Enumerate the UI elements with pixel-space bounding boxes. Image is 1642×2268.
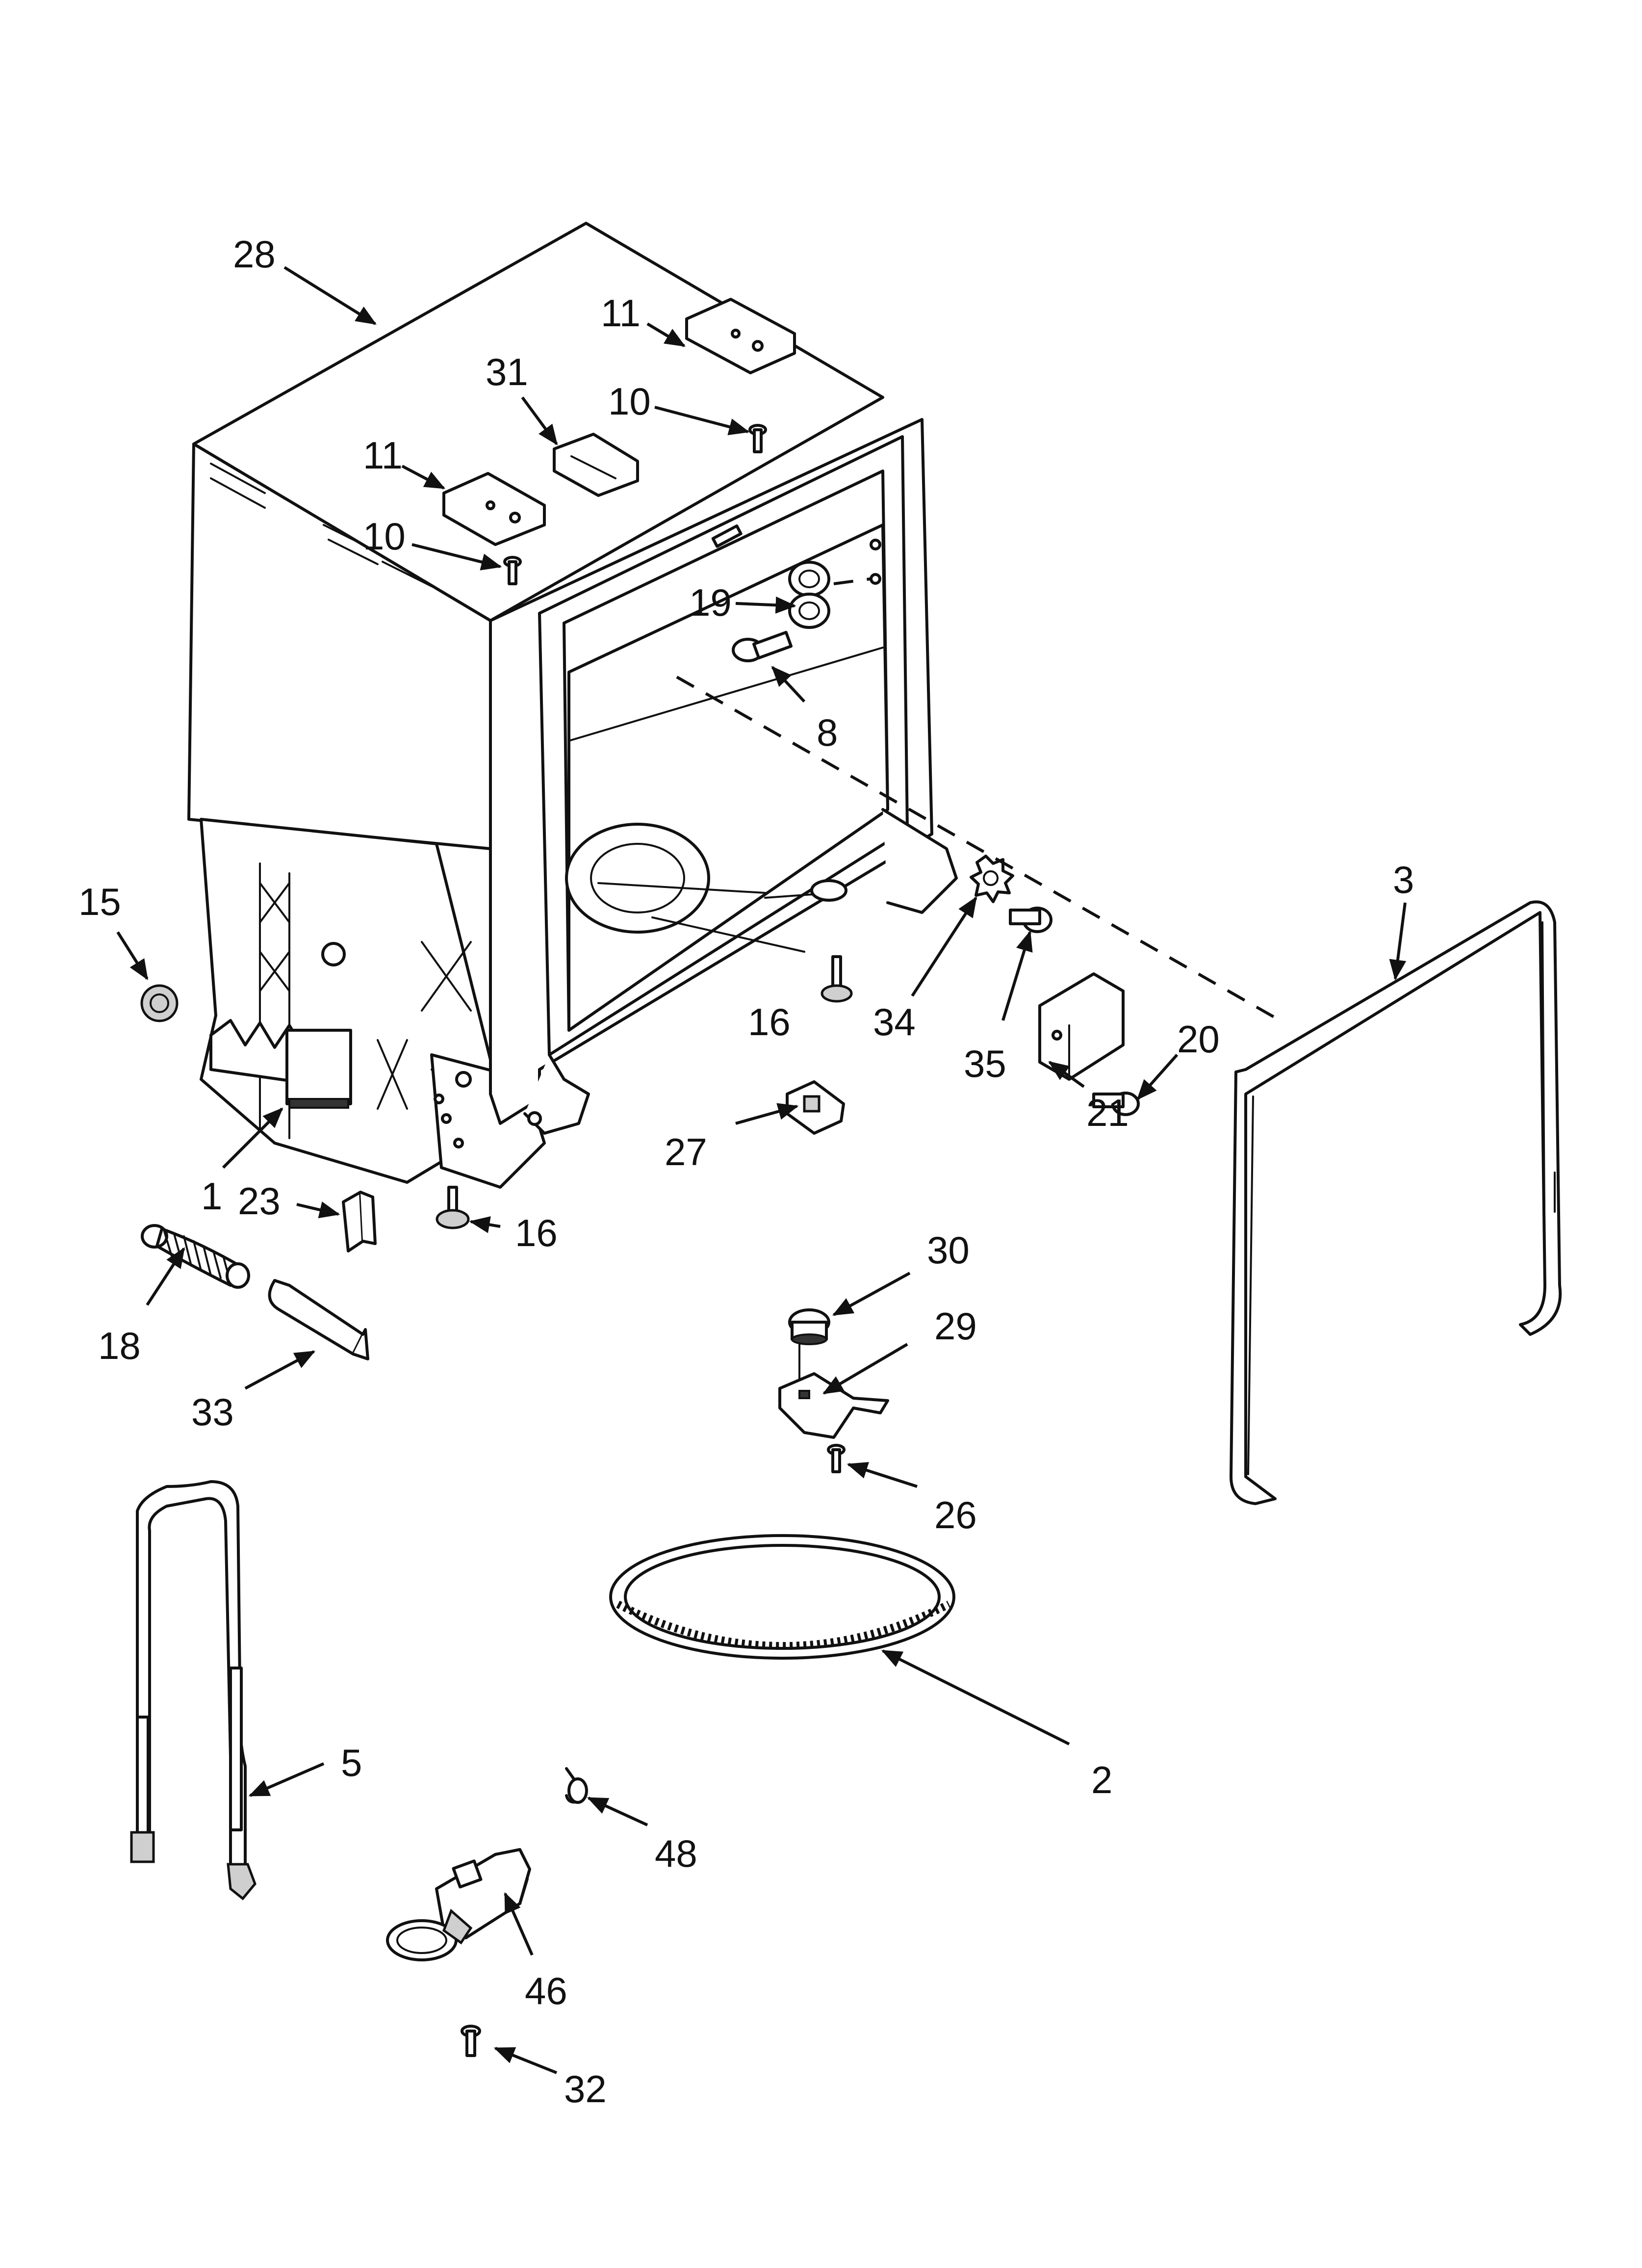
callout-labels: 28 11 31 10 11 10 19 8 15 3 16 34 20 35 …	[78, 233, 1414, 2111]
ring-gasket	[609, 1534, 955, 1660]
callout-16-lower: 16	[515, 1211, 558, 1254]
spring	[141, 1224, 250, 1289]
callout-30: 30	[927, 1228, 970, 1272]
callout-10-upper: 10	[608, 380, 651, 423]
door-gasket	[1230, 900, 1562, 1505]
callout-19: 19	[689, 581, 732, 624]
mounting-bracket	[1038, 972, 1125, 1081]
ground-screw	[1009, 907, 1052, 933]
callout-18: 18	[98, 1324, 141, 1367]
callout-27: 27	[665, 1130, 707, 1173]
part-23-latch	[342, 1191, 377, 1252]
insulation-strip	[268, 1279, 369, 1360]
roller-screw	[732, 630, 793, 662]
inlet-valve	[386, 1848, 531, 1961]
leader-lines	[116, 266, 1407, 2074]
callout-8: 8	[817, 711, 838, 754]
hinge-screw-upper	[748, 424, 767, 453]
spring-clip	[565, 1767, 588, 1804]
hinge-bracket-upper	[685, 298, 796, 374]
callout-34: 34	[873, 1000, 916, 1043]
star-washer	[970, 855, 1014, 903]
thermostat-bracket	[778, 1372, 889, 1439]
callout-23: 23	[238, 1179, 281, 1223]
valve-screw	[461, 2025, 481, 2057]
tub-assembly	[187, 222, 958, 1189]
part-15-cap	[140, 984, 179, 1022]
thermostat	[788, 1308, 830, 1384]
callout-46: 46	[525, 1969, 567, 2012]
callout-31: 31	[486, 350, 528, 393]
wire-harness	[130, 1480, 257, 1901]
assembly-centerline	[676, 676, 1281, 1022]
callout-10-lower: 10	[363, 515, 406, 558]
callout-5: 5	[341, 1741, 362, 1784]
callout-33: 33	[191, 1390, 234, 1434]
bracket-screw	[1092, 1092, 1140, 1116]
callout-11-lower: 11	[363, 434, 403, 477]
callout-26: 26	[934, 1493, 977, 1537]
callout-2: 2	[1091, 1758, 1112, 1801]
callout-1: 1	[201, 1174, 222, 1218]
leveler-16-lower	[436, 1186, 470, 1229]
clip	[553, 433, 639, 497]
callout-11-upper: 11	[601, 291, 641, 335]
callout-3: 3	[1393, 858, 1414, 901]
leveler-16-upper	[821, 955, 853, 1003]
hinge-screw-lower	[503, 556, 522, 585]
callout-32: 32	[564, 2067, 607, 2111]
callout-15: 15	[78, 880, 121, 923]
callout-21: 21	[1086, 1091, 1129, 1134]
callout-16-upper: 16	[748, 1000, 791, 1043]
callout-35: 35	[964, 1042, 1006, 1085]
callout-29: 29	[934, 1304, 977, 1348]
hinge-bracket-lower	[442, 472, 546, 546]
callout-20: 20	[1177, 1017, 1220, 1061]
bracket-screw-26	[827, 1444, 846, 1473]
callout-28: 28	[233, 233, 276, 276]
callout-48: 48	[655, 1832, 697, 1875]
